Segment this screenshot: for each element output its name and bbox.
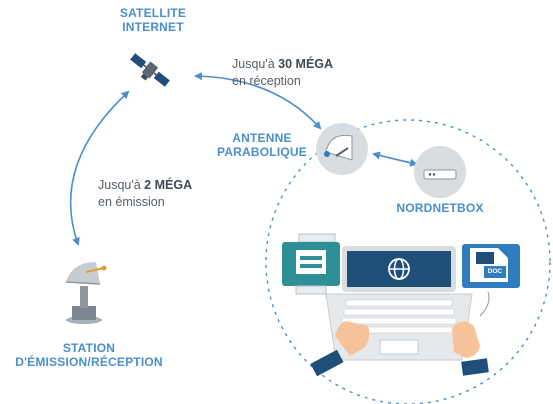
fax-icon	[282, 233, 340, 295]
satellite-antenna-arrow	[194, 72, 322, 130]
station-label: STATION D'ÉMISSION/RÉCEPTION	[4, 341, 174, 369]
antenna-icon	[316, 123, 368, 175]
left-hand-icon	[310, 321, 370, 377]
satellite-station-arrow	[69, 90, 130, 246]
downlink-speed: 30 MÉGA	[278, 57, 334, 71]
downlink-note: Jusqu'à 30 MÉGA en réception	[232, 56, 382, 90]
downlink-prefix: Jusqu'à	[232, 57, 279, 71]
antenna-label-line1: ANTENNE	[232, 131, 292, 145]
uplink-prefix: Jusqu'à	[98, 178, 145, 192]
satellite-label-line2: INTERNET	[122, 20, 184, 34]
nordnetbox-icon	[414, 146, 466, 198]
satellite-label: SATELLITE INTERNET	[98, 6, 208, 34]
laptop-icon	[325, 246, 473, 361]
uplink-suffix: en émission	[98, 195, 165, 209]
station-label-line1: STATION	[62, 341, 116, 355]
doc-label: DOC	[487, 268, 503, 275]
uplink-speed: 2 MÉGA	[144, 178, 193, 192]
antenna-box-arrow	[372, 151, 418, 167]
satellite-icon	[130, 53, 170, 87]
right-hand-icon	[452, 321, 489, 376]
station-label-line2: D'ÉMISSION/RÉCEPTION	[15, 355, 163, 369]
home-zone-circle	[265, 119, 551, 404]
antenna-label-line2: PARABOLIQUE	[217, 145, 307, 159]
uplink-note: Jusqu'à 2 MÉGA en émission	[98, 177, 228, 211]
satellite-label-line1: SATELLITE	[119, 6, 187, 20]
antenna-label: ANTENNE PARABOLIQUE	[212, 131, 312, 159]
nordnetbox-label: NORDNETBOX	[396, 201, 484, 215]
ground-station-icon	[65, 262, 107, 324]
tablet-icon	[462, 244, 520, 317]
downlink-suffix: en réception	[232, 74, 301, 88]
